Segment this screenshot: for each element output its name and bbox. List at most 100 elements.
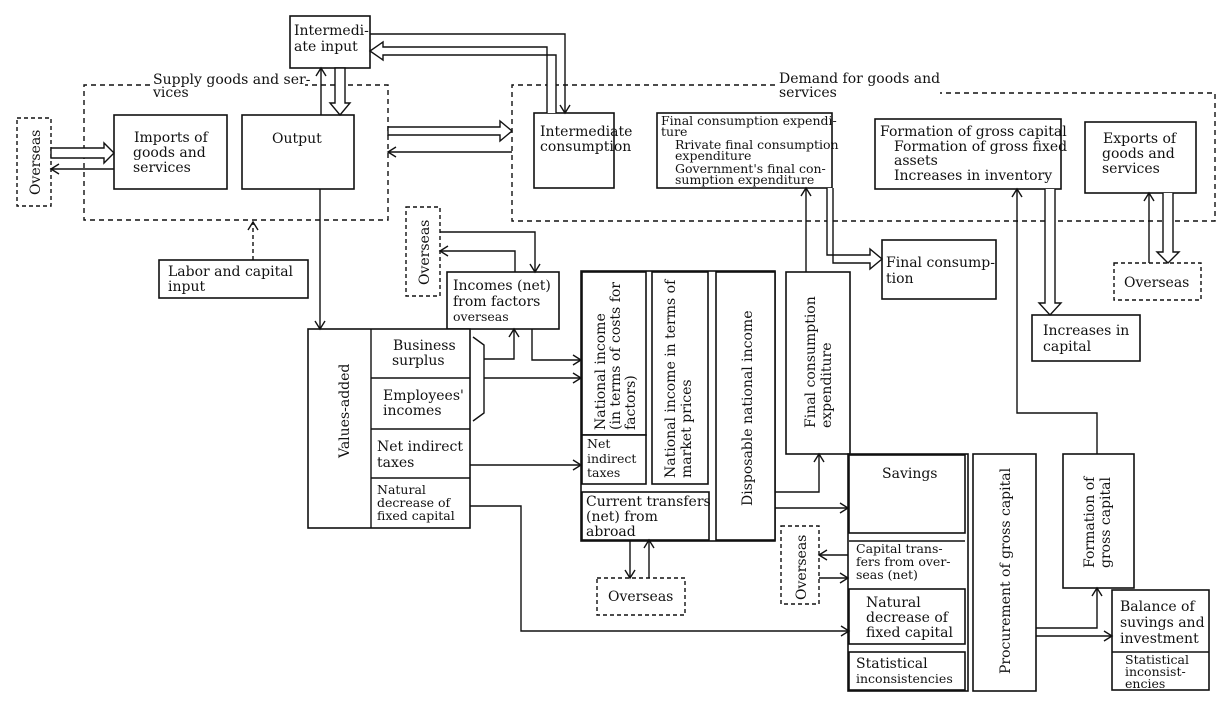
disposable-income-label: Disposable national income [740,311,756,507]
imports-label-3: services [133,160,191,176]
intermediate-consumption-label-1: Intermediate [540,124,632,140]
labor-capital-label-2: input [168,279,205,295]
supply-region-label-1: Supply goods and ser- [153,72,311,88]
intermediate-input-label-1: Intermedi- [294,23,369,39]
net-indirect-small-label-2: indirect [587,451,636,466]
statistical-inconsistencies-label-2: inconsistencies [856,671,953,686]
fce-mid-label-2: expenditure [819,342,835,428]
fce-top-label-1: Final consumption expendi- [661,113,837,128]
supply-region-label-2: vices [152,85,189,101]
incomes-factors-label-1: Incomes (net) [453,278,551,294]
values-added-group: Values-added Business surplus Employees'… [307,328,471,529]
double-arrow-input-to-output [328,67,352,117]
increases-capital-box: Increases in capital [1031,314,1141,362]
natural-decrease-right-label-3: fixed capital [866,625,954,641]
natural-decrease-right-label-1: Natural [866,595,921,611]
intermediate-consumption-label-2: consumption [540,139,631,155]
procurement-gross-capital-box: Procurement of gross capital [972,453,1037,692]
employees-incomes-label-2: incomes [383,403,442,419]
procurement-gross-capital-label: Procurement of gross capital [998,467,1014,674]
output-box: Output [241,114,355,190]
incomes-factors-box: Incomes (net) from factors overseas [446,271,560,330]
intermediate-input-label-2: ate input [294,39,358,55]
current-transfers-label-1: Current transfers [586,494,711,510]
fce-top-label-6: sumption expenditure [675,172,814,187]
labor-capital-input-box: Labor and capital input [158,259,309,299]
national-income-factor-label-3: factors) [623,375,639,430]
formation-gross-capital-label-2: gross capital [1098,476,1114,568]
fce-mid-label-1: Final consumption [803,296,819,428]
final-consumption-label-1: Final consump- [886,255,995,271]
final-consumption-box: Final consump- tion [881,239,997,300]
double-arrow-exports-to-overseas [1155,193,1181,264]
supply-region: Supply goods and ser- vices [83,72,389,221]
overseas-transfers-box: Overseas [596,577,686,616]
connectors [49,33,1181,642]
double-arrow-output-to-demand [387,119,514,143]
fce-top-label-4: expenditure [675,148,751,163]
final-consumption-expenditure-mid-box: Final consumption expenditure [785,271,851,455]
balance-savings-label-1: Balance of [1120,599,1196,615]
natural-decrease-left-label-1: Natural [377,482,426,497]
output-label: Output [272,131,322,147]
overseas-factor-box: Overseas [405,206,441,297]
fce-top-label-5: Government's final con- [675,161,826,176]
imports-box: Imports of goods and services [113,114,228,190]
intermediate-input-box: Intermedi- ate input [289,15,371,69]
formation-gross-capital-box: Formation of gross capital [1062,453,1135,589]
balance-savings-label-2: suvings and [1120,615,1205,631]
capital-transfers-label-3: seas (net) [856,567,918,582]
national-income-market-label-2: market prices [679,379,695,478]
final-consumption-label-2: tion [886,271,914,287]
increases-capital-label-2: capital [1043,339,1092,355]
overseas-transfers-label: Overseas [608,589,673,605]
labor-capital-label-1: Labor and capital [168,264,294,280]
demand-region-label-1: Demand for goods and [779,71,940,87]
formation-gross-capital-label-1: Formation of [1082,475,1098,568]
demand-region-label-2: services [779,85,837,101]
overseas-exports-label: Overseas [1124,275,1189,291]
double-arrow-fce-to-final-consumption [826,188,884,271]
final-consumption-expenditure-top-box: Final consumption expendi- ture Rrivate … [656,112,839,189]
current-transfers-label-2: (net) from [586,509,658,525]
gross-capital-formation-top-box: Formation of gross capital Formation of … [874,118,1067,190]
savings-group: Savings Capital trans- fers from over- s… [847,453,969,692]
exports-label-3: services [1102,161,1160,177]
savings-label: Savings [882,466,938,482]
imports-label-2: goods and [133,145,206,161]
business-surplus-label-1: Business [393,338,456,354]
double-arrow-gcf-to-increases [1037,189,1063,317]
double-arrow-overseas-to-imports [50,141,115,165]
net-indirect-small-label-3: taxes [587,465,620,480]
overseas-capital-box: Overseas [780,525,820,605]
overseas-exports-box: Overseas [1113,262,1202,301]
national-income-factor-label-1: National income [593,313,609,430]
balance-savings-label-3: investment [1120,631,1199,647]
gcf-top-label-3: assets [894,153,938,169]
gcf-top-label-1: Formation of gross capital [880,124,1067,140]
overseas-factor-label: Overseas [417,220,433,285]
incomes-factors-label-2: from factors [453,294,540,310]
net-indirect-taxes-label-1: Net indirect [377,439,463,455]
gcf-top-label-4: Increases in inventory [894,168,1052,184]
national-income-group: National income (in terms of costs for f… [580,270,776,542]
overseas-capital-label: Overseas [794,535,810,600]
income-brace [472,336,485,422]
stat-inconsist-small-label-1: Statistical [1125,652,1189,667]
business-surplus-label-2: surplus [392,353,445,369]
balance-savings-investment-box: Balance of suvings and investment Statis… [1111,589,1210,691]
capital-transfers-label-2: fers from over- [856,554,951,569]
capital-transfers-label-1: Capital trans- [856,541,943,556]
exports-label-1: Exports of [1103,131,1178,147]
natural-decrease-left-label-2: decrease of [377,495,452,510]
double-arrow-consumption-to-input [368,40,557,113]
net-indirect-small-label-1: Net [587,436,610,451]
values-added-label: Values-added [337,364,353,459]
national-income-factor-label-2: (in terms of costs for [608,282,624,430]
fce-top-label-2: ture [661,124,687,139]
gcf-top-label-2: Formation of gross fixed [894,139,1067,155]
stat-inconsist-small-label-3: encies [1125,676,1165,691]
natural-decrease-right-label-2: decrease of [866,610,950,626]
exports-label-2: goods and [1102,146,1175,162]
